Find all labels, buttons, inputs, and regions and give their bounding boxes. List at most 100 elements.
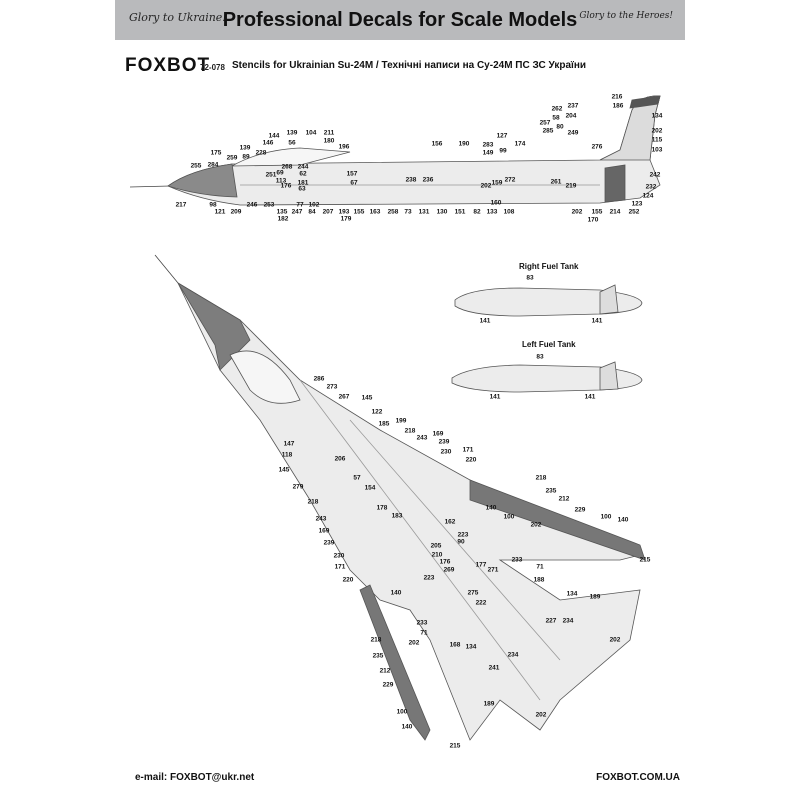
callout: 209 (230, 208, 242, 216)
callout: 141 (591, 317, 603, 325)
callout: 237 (567, 102, 579, 110)
callout: 181 (297, 179, 309, 187)
callout: 100 (503, 513, 515, 521)
callout: 179 (340, 215, 352, 223)
callout: 196 (338, 143, 350, 151)
callout: 146 (262, 139, 274, 147)
callout: 202 (535, 711, 547, 719)
callout: 113 (275, 177, 287, 185)
callout: 230 (333, 552, 345, 560)
left-fuel-tank-label: Left Fuel Tank (522, 340, 576, 349)
callout: 139 (239, 144, 251, 152)
callout: 272 (504, 176, 516, 184)
callout: 180 (323, 137, 335, 145)
callout: 155 (353, 208, 365, 216)
callout: 159 (491, 179, 503, 187)
callout: 202 (408, 639, 420, 647)
callout: 279 (292, 483, 304, 491)
callout: 218 (404, 427, 416, 435)
header-banner: Glory to Ukraine! Professional Decals fo… (115, 0, 685, 40)
right-fuel-tank-label: Right Fuel Tank (519, 262, 579, 271)
callout: 202 (480, 182, 492, 190)
callout: 227 (545, 617, 557, 625)
callout: 214 (609, 208, 621, 216)
callout: 139 (286, 129, 298, 137)
callout: 134 (566, 590, 578, 598)
callout: 82 (473, 208, 481, 216)
callout: 271 (487, 566, 499, 574)
footer-email[interactable]: e-mail: FOXBOT@ukr.net (135, 772, 255, 783)
callout: 83 (536, 353, 544, 361)
callout: 99 (499, 147, 507, 155)
callout: 234 (507, 651, 519, 659)
left-fuel-tank-drawing (451, 361, 643, 393)
callout: 232 (645, 183, 657, 191)
callout: 259 (226, 154, 238, 162)
callout: 140 (617, 516, 629, 524)
callout: 108 (503, 208, 515, 216)
callout: 286 (313, 375, 325, 383)
callout: 218 (307, 498, 319, 506)
callout: 276 (591, 143, 603, 151)
callout: 145 (361, 394, 373, 402)
callout: 123 (631, 200, 643, 208)
callout: 100 (600, 513, 612, 521)
callout: 62 (299, 170, 307, 178)
callout: 249 (567, 129, 579, 137)
callout: 212 (379, 667, 391, 675)
callout: 118 (281, 451, 293, 459)
callout: 267 (338, 393, 350, 401)
callout: 154 (364, 484, 376, 492)
right-slogan: Glory to the Heroes! (579, 11, 673, 21)
callout: 163 (369, 208, 381, 216)
callout: 202 (530, 521, 542, 529)
callout: 215 (639, 556, 651, 564)
callout: 89 (242, 153, 250, 161)
callout: 90 (457, 538, 465, 546)
plan-view-aircraft (154, 254, 646, 741)
callout: 235 (545, 487, 557, 495)
callout: 71 (536, 563, 544, 571)
callout: 162 (444, 518, 456, 526)
callout: 168 (449, 641, 461, 649)
callout: 202 (651, 127, 663, 135)
callout: 202 (571, 208, 583, 216)
callout: 251 (265, 171, 277, 179)
callout: 273 (326, 383, 338, 391)
callout: 130 (436, 208, 448, 216)
callout: 175 (210, 149, 222, 157)
callout: 134 (651, 112, 663, 120)
callout: 140 (485, 504, 497, 512)
callout: 124 (642, 192, 654, 200)
callout: 134 (465, 643, 477, 651)
callout: 210 (431, 551, 443, 559)
callout: 211 (323, 129, 335, 137)
callout: 217 (175, 201, 187, 209)
callout: 229 (382, 681, 394, 689)
callout: 73 (404, 208, 412, 216)
callout: 215 (449, 742, 461, 750)
callout: 171 (462, 446, 474, 454)
callout: 141 (489, 393, 501, 401)
callout: 190 (458, 140, 470, 148)
footer-website[interactable]: FOXBOT.COM.UA (596, 772, 680, 783)
callout: 218 (370, 636, 382, 644)
callout: 83 (526, 274, 534, 282)
callout: 58 (552, 114, 560, 122)
callout: 174 (514, 140, 526, 148)
brand-logo: FOXBOT (125, 55, 211, 76)
callout: 205 (430, 542, 442, 550)
callout: 247 (291, 208, 303, 216)
callout: 100 (396, 708, 408, 716)
callout: 170 (587, 216, 599, 224)
callout: 155 (591, 208, 603, 216)
callout: 257 (539, 119, 551, 127)
callout: 258 (387, 208, 399, 216)
callout: 244 (297, 163, 309, 171)
sheet-code: 72-078 (200, 63, 225, 72)
callout: 207 (322, 208, 334, 216)
callout: 220 (465, 456, 477, 464)
callout: 216 (611, 93, 623, 101)
callout: 220 (342, 576, 354, 584)
